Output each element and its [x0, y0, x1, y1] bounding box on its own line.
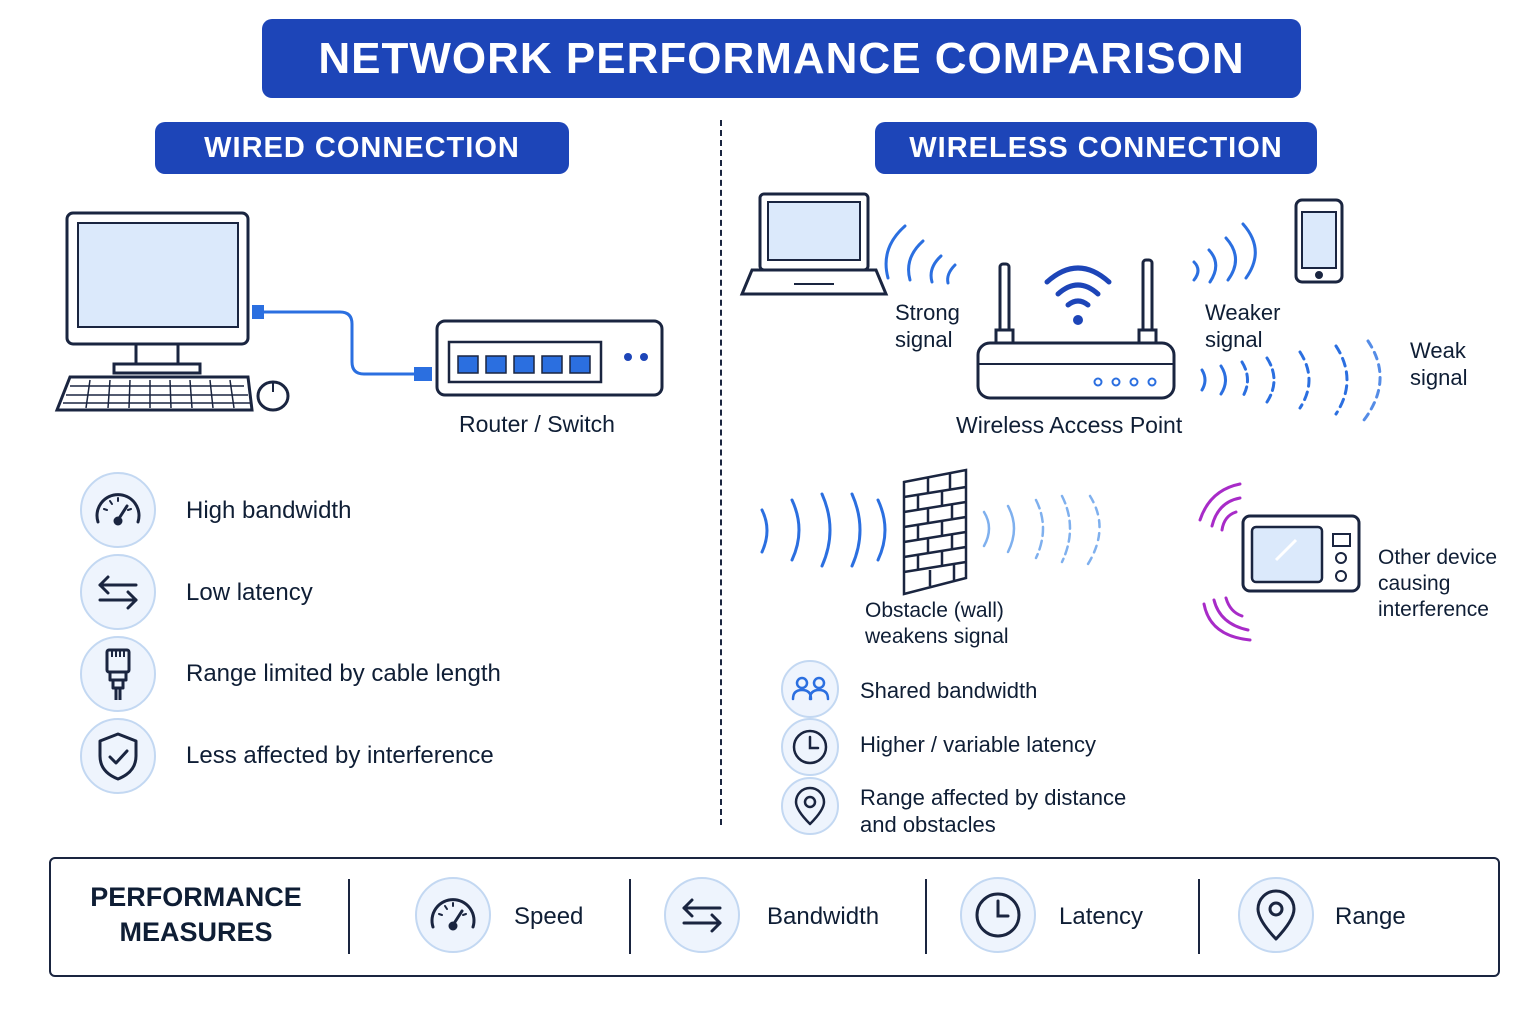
location-pin-icon: [781, 777, 839, 835]
router-switch-icon: [435, 319, 664, 397]
weaker-signal-waves: [1192, 222, 1257, 284]
weak-signal-label: Weak signal: [1410, 338, 1468, 390]
strong-signal-waves: [884, 224, 957, 285]
ethernet-plug-icon: [80, 636, 156, 712]
measure-bandwidth: Bandwidth: [767, 903, 880, 930]
measure-separator: [348, 879, 350, 954]
arrows-exchange-icon: [664, 877, 740, 953]
wired-feature-interference: Less affected by interference: [186, 742, 494, 769]
measure-separator: [1198, 879, 1200, 954]
ethernet-cable-icon: [252, 305, 432, 381]
wireless-heading: WIRELESS CONNECTION: [875, 122, 1317, 174]
measure-separator: [925, 879, 927, 954]
wireless-feature-bandwidth: Shared bandwidth: [860, 678, 1038, 703]
shield-check-icon: [80, 718, 156, 794]
access-point-label: Wireless Access Point: [956, 412, 1183, 438]
weakened-signal-waves: [982, 494, 1101, 566]
speedometer-icon: [80, 472, 156, 548]
laptop-icon: [739, 192, 889, 296]
page-title: NETWORK PERFORMANCE COMPARISON: [262, 19, 1301, 98]
wireless-feature-latency: Higher / variable latency: [860, 732, 1097, 757]
wired-feature-range: Range limited by cable length: [186, 660, 501, 687]
measure-range: Range: [1335, 903, 1406, 930]
measure-separator: [629, 879, 631, 954]
clock-icon: [960, 877, 1036, 953]
microwave-icon: [1241, 514, 1361, 593]
measure-latency: Latency: [1059, 903, 1144, 930]
performance-measures-panel: [49, 857, 1500, 977]
interference-label: Other device causing interference: [1378, 546, 1498, 621]
performance-measures-title: PERFORMANCE MEASURES: [90, 882, 302, 947]
brick-wall-icon: [902, 468, 968, 596]
wired-feature-latency: Low latency: [186, 579, 313, 606]
location-pin-icon: [1238, 877, 1314, 953]
wifi-icon: [1044, 265, 1112, 325]
wireless-feature-range: Range affected by distance and obstacles: [860, 785, 1127, 837]
measure-speed: Speed: [514, 903, 584, 930]
speedometer-icon: [415, 877, 491, 953]
weaker-signal-label: Weaker signal: [1205, 300, 1281, 352]
wireless-access-point-icon: [976, 258, 1176, 400]
arrows-exchange-icon: [80, 554, 156, 630]
clock-icon: [781, 718, 839, 776]
desktop-computer-icon: [54, 211, 290, 412]
section-divider: [720, 120, 722, 825]
obstacle-label: Obstacle (wall) weakens signal: [865, 599, 1009, 648]
incoming-signal-waves: [760, 492, 887, 568]
strong-signal-label: Strong signal: [895, 300, 960, 352]
interference-waves: [1198, 482, 1252, 642]
wired-feature-bandwidth: High bandwidth: [186, 497, 352, 524]
users-icon: [781, 660, 839, 718]
router-switch-label: Router / Switch: [459, 411, 615, 437]
smartphone-icon: [1294, 198, 1344, 284]
wired-heading: WIRED CONNECTION: [155, 122, 569, 174]
weak-signal-waves: [1200, 339, 1382, 422]
